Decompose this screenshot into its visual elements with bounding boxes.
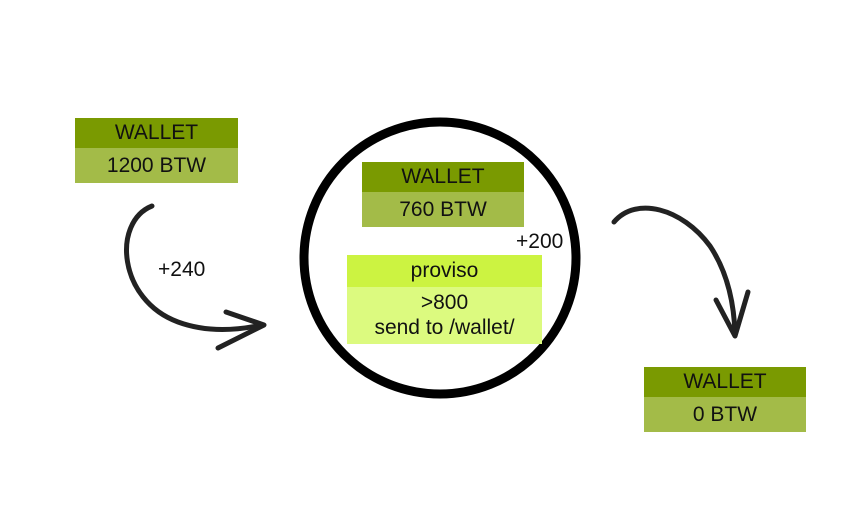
outgoing-arrowhead bbox=[713, 289, 751, 339]
proviso-threshold: >800 bbox=[420, 291, 469, 314]
source-wallet-title: WALLET bbox=[75, 118, 238, 148]
source-wallet: WALLET 1200 BTW bbox=[75, 118, 238, 183]
contract-circle bbox=[299, 117, 581, 399]
target-wallet-title: WALLET bbox=[644, 367, 806, 397]
proviso-title: proviso bbox=[347, 255, 542, 287]
proviso-box: proviso >800 send to /wallet/ bbox=[347, 255, 542, 344]
outgoing-arrow bbox=[611, 205, 738, 337]
target-wallet: WALLET 0 BTW bbox=[644, 367, 806, 432]
contract-wallet-amount: 760 BTW bbox=[362, 192, 524, 227]
contract-wallet: WALLET 760 BTW bbox=[362, 162, 524, 227]
incoming-arrowhead bbox=[215, 309, 267, 351]
contract-wallet-title: WALLET bbox=[362, 162, 524, 192]
incoming-arrow bbox=[124, 203, 265, 332]
target-wallet-amount: 0 BTW bbox=[644, 397, 806, 432]
outgoing-transfer-label: +200 bbox=[516, 230, 564, 253]
proviso-condition: >800 send to /wallet/ bbox=[347, 287, 542, 344]
incoming-transfer-label: +240 bbox=[158, 258, 206, 281]
source-wallet-amount: 1200 BTW bbox=[75, 148, 238, 183]
proviso-action: send to /wallet/ bbox=[374, 316, 515, 339]
